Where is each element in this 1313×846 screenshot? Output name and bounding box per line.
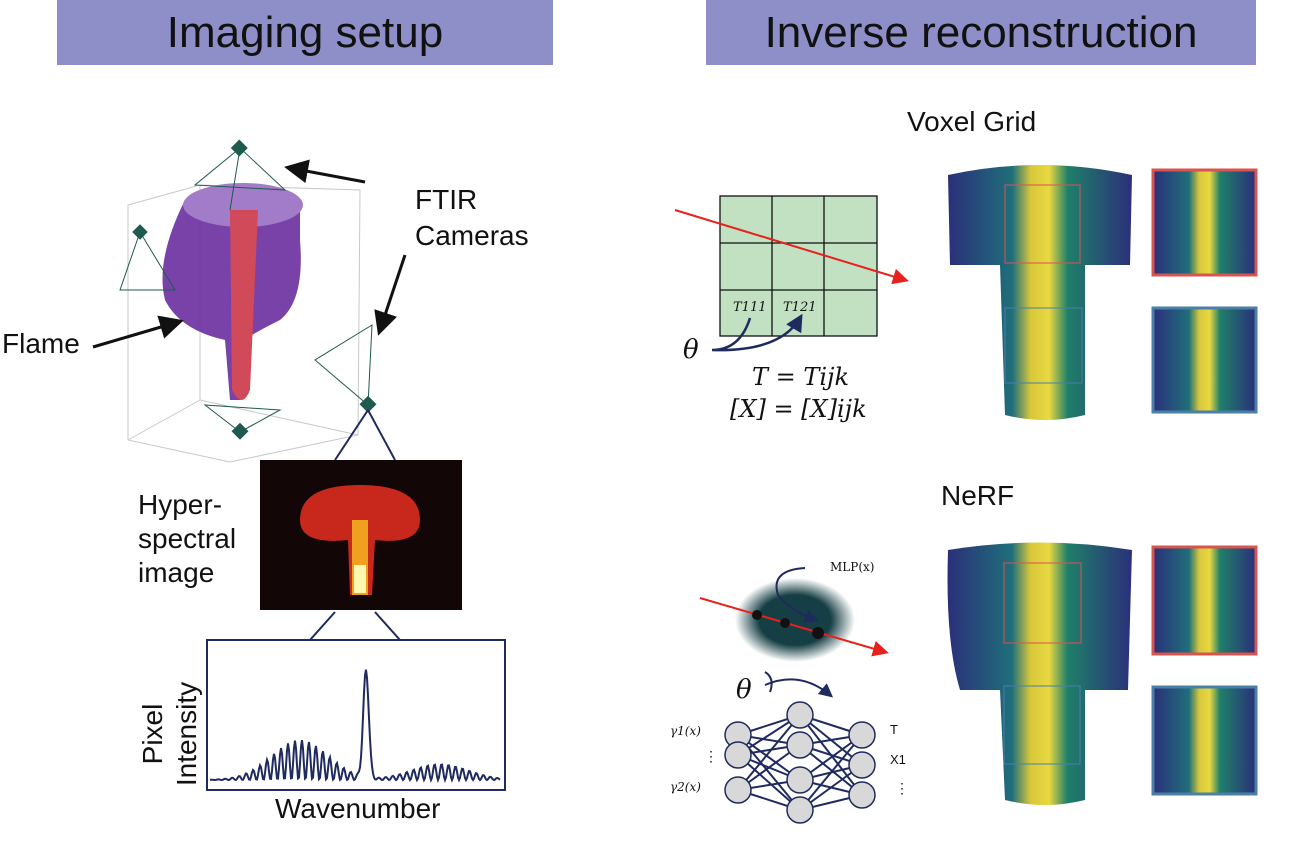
sample-point [780,618,790,628]
spectrum-plot [206,639,506,791]
network-node [786,796,814,824]
equation-t: T = Tijk [752,363,850,391]
camera-arrow-1 [284,159,366,184]
network-node [724,741,752,769]
zoom-lines-2 [309,611,401,641]
spectrum-line [209,669,501,784]
output-dots: ⋮ [895,780,909,796]
nerf-field-blob [735,578,855,662]
voxel-grid-title: Voxel Grid [907,106,1037,137]
cameras-label: FTIR Cameras [415,184,529,251]
network-node [848,721,876,749]
network-node [848,751,876,779]
y-axis-label: Pixel Intensity [137,681,202,787]
input-dots: ⋮ [704,748,718,764]
camera-arrow-2 [374,254,407,336]
roi-bottom-voxel [1004,307,1083,384]
header-imaging-setup: Imaging setup [57,0,553,65]
roi-top-voxel [1004,184,1081,264]
voxel-grid-2d [719,195,878,337]
sample-point [812,627,824,639]
ray-voxel [674,209,909,285]
input-gamma2: γ2(x) [670,780,701,794]
inset-bottom-nerf [1151,685,1258,796]
network-node [786,731,814,759]
theta-arrows-nerf [764,671,830,695]
inset-bottom-voxel [1151,306,1258,414]
equation-x: [X] = [X]ijk [730,395,867,423]
inset-top-voxel [1151,168,1258,277]
network-edge [737,754,801,811]
roi-bottom-nerf [1003,685,1081,765]
ftir-cameras [119,139,377,440]
mlp-arrow [775,567,819,623]
network-node [724,776,752,804]
theta-nerf: θ [736,675,752,705]
sample-point [752,610,762,620]
network-edge [799,734,863,811]
flame-render [162,183,303,400]
header-inverse-reconstruction: Inverse reconstruction [706,0,1256,65]
ray-nerf [699,597,889,657]
zoom-lines-1 [334,409,396,461]
cell-label-t121: T121 [783,300,817,315]
theta-arrows-voxel [711,318,800,352]
nerf-title: NeRF [941,480,1015,511]
neural-network [724,701,876,824]
cell-label-t111: T111 [733,300,767,315]
theta-voxel: θ [683,335,699,365]
network-node [848,781,876,809]
network-node [786,701,814,729]
mlp-label: MLP(x) [830,560,875,574]
x-axis-label: Wavenumber [275,793,441,824]
flame-arrow [92,315,184,349]
nerf-render [947,542,1132,805]
network-node [786,766,814,794]
voxel-render [948,165,1132,420]
inset-top-nerf [1151,545,1258,656]
roi-top-nerf [1003,562,1082,644]
network-edge [737,714,801,791]
input-gamma1: γ1(x) [670,724,701,738]
output-x1: X1 [890,752,906,767]
hyperspectral-label: Hyper-spectral image [138,489,237,588]
flame-label: Flame [2,328,80,359]
output-t: T [890,722,898,737]
